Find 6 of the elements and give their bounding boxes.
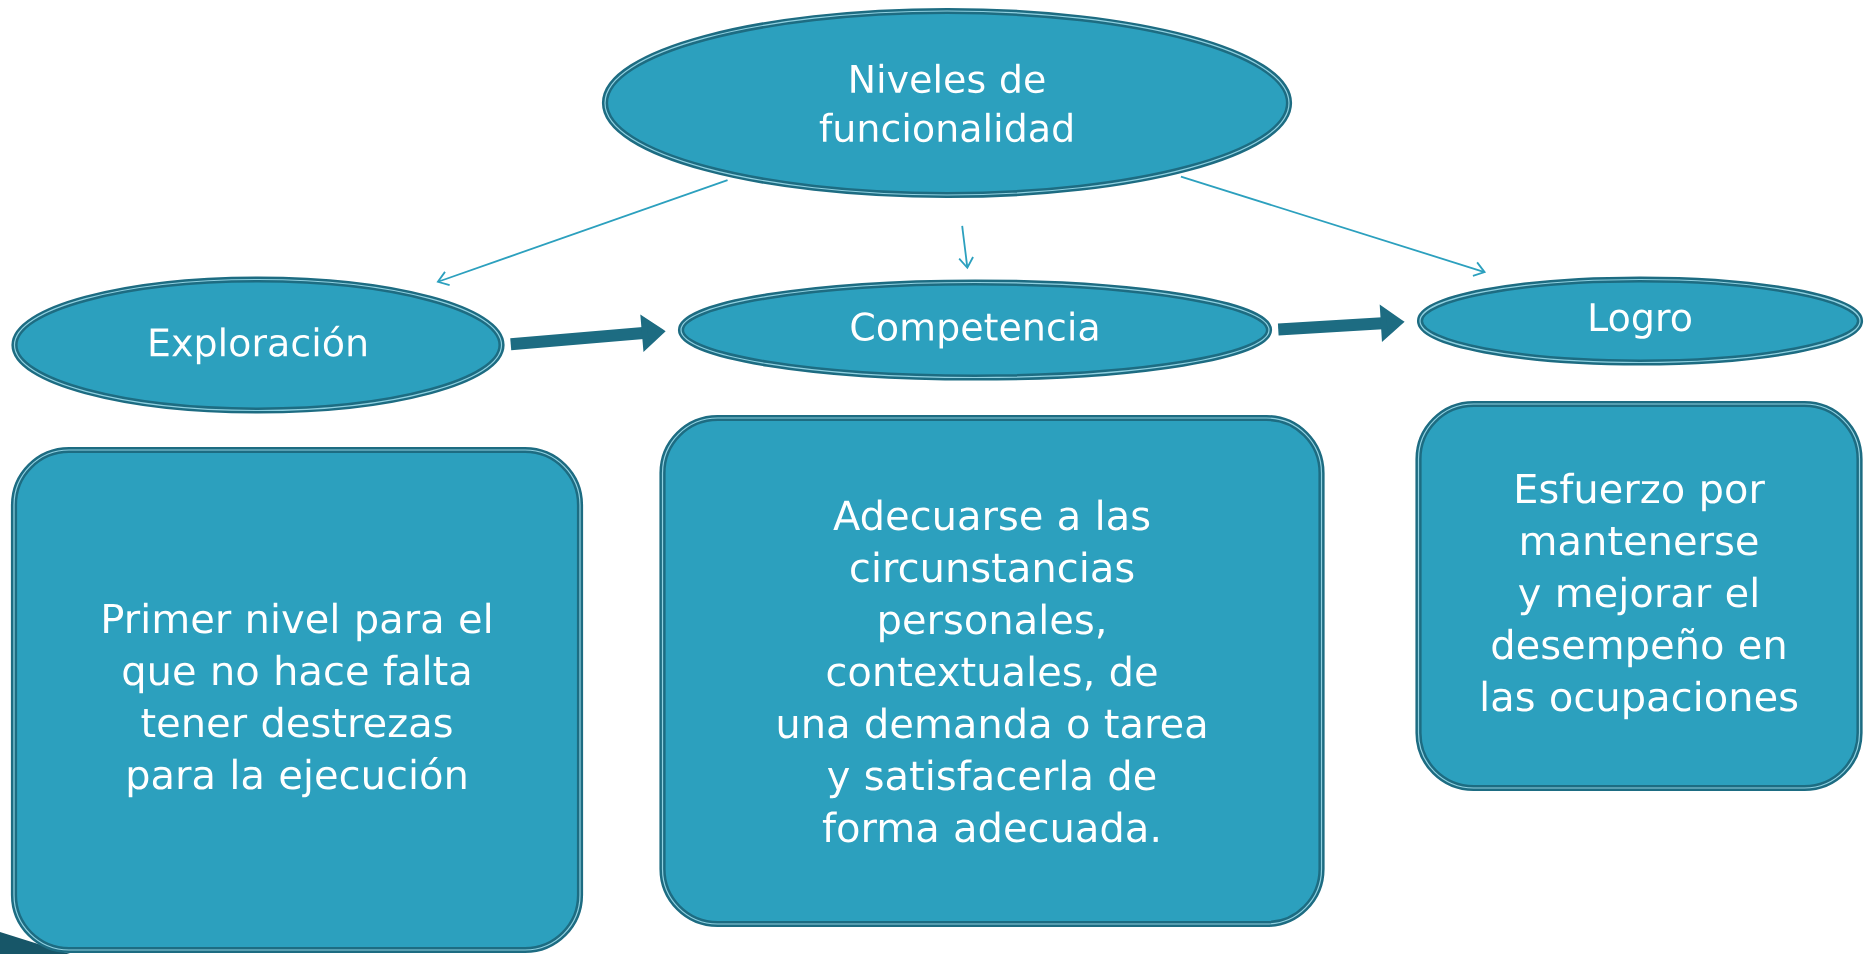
arrow bbox=[958, 225, 974, 270]
description-box: Adecuarse a las circunstancias personales, contextuales, de una demanda o tarea y satisfacerla de forma adecuada. bbox=[659, 414, 1325, 928]
arrow bbox=[1180, 175, 1487, 277]
description-box: Primer nivel para el que no hace falta tener destrezas para la ejecución bbox=[10, 446, 584, 954]
arrow bbox=[436, 179, 729, 286]
description-box: Esfuerzo por mantenerse y mejorar el desempeño en las ocupaciones bbox=[1415, 400, 1863, 792]
